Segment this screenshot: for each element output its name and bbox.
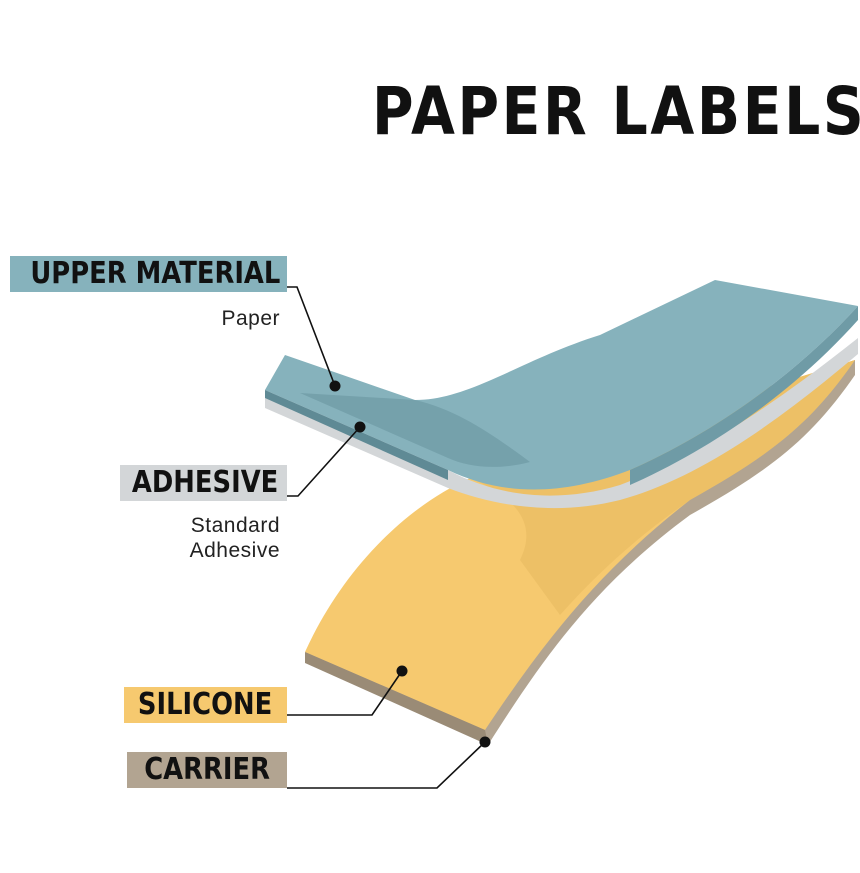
adhesive-leader [287, 426, 361, 497]
adhesive-dot [354, 421, 366, 433]
silicone-label: SILICONE [124, 687, 287, 723]
upper-material-leader [287, 286, 336, 387]
adhesive-detail-line2: Adhesive [189, 539, 280, 562]
upper-material-label: UPPER MATERIAL [10, 256, 287, 292]
upper-material-curve-shade [300, 393, 530, 467]
upper-strip [265, 280, 858, 509]
silicone-edge [305, 652, 488, 745]
carrier-leader [287, 741, 486, 789]
silicone-dot [396, 665, 408, 677]
leader-lines [287, 286, 486, 789]
adhesive-detail-line1: Standard [190, 514, 280, 537]
adhesive-detail: Standard Adhesive [120, 513, 280, 563]
upper-material-detail: Paper [221, 307, 280, 330]
adhesive-label: ADHESIVE [120, 465, 287, 501]
leader-dots [329, 380, 491, 748]
upper-material-side-edge [630, 306, 858, 485]
carrier-dot [479, 736, 491, 748]
upper-material-front-edge [265, 390, 448, 480]
silicone-leader [287, 670, 403, 716]
carrier-label: CARRIER [127, 752, 287, 788]
upper-material-dot [329, 380, 341, 392]
adhesive-layer [265, 338, 858, 509]
